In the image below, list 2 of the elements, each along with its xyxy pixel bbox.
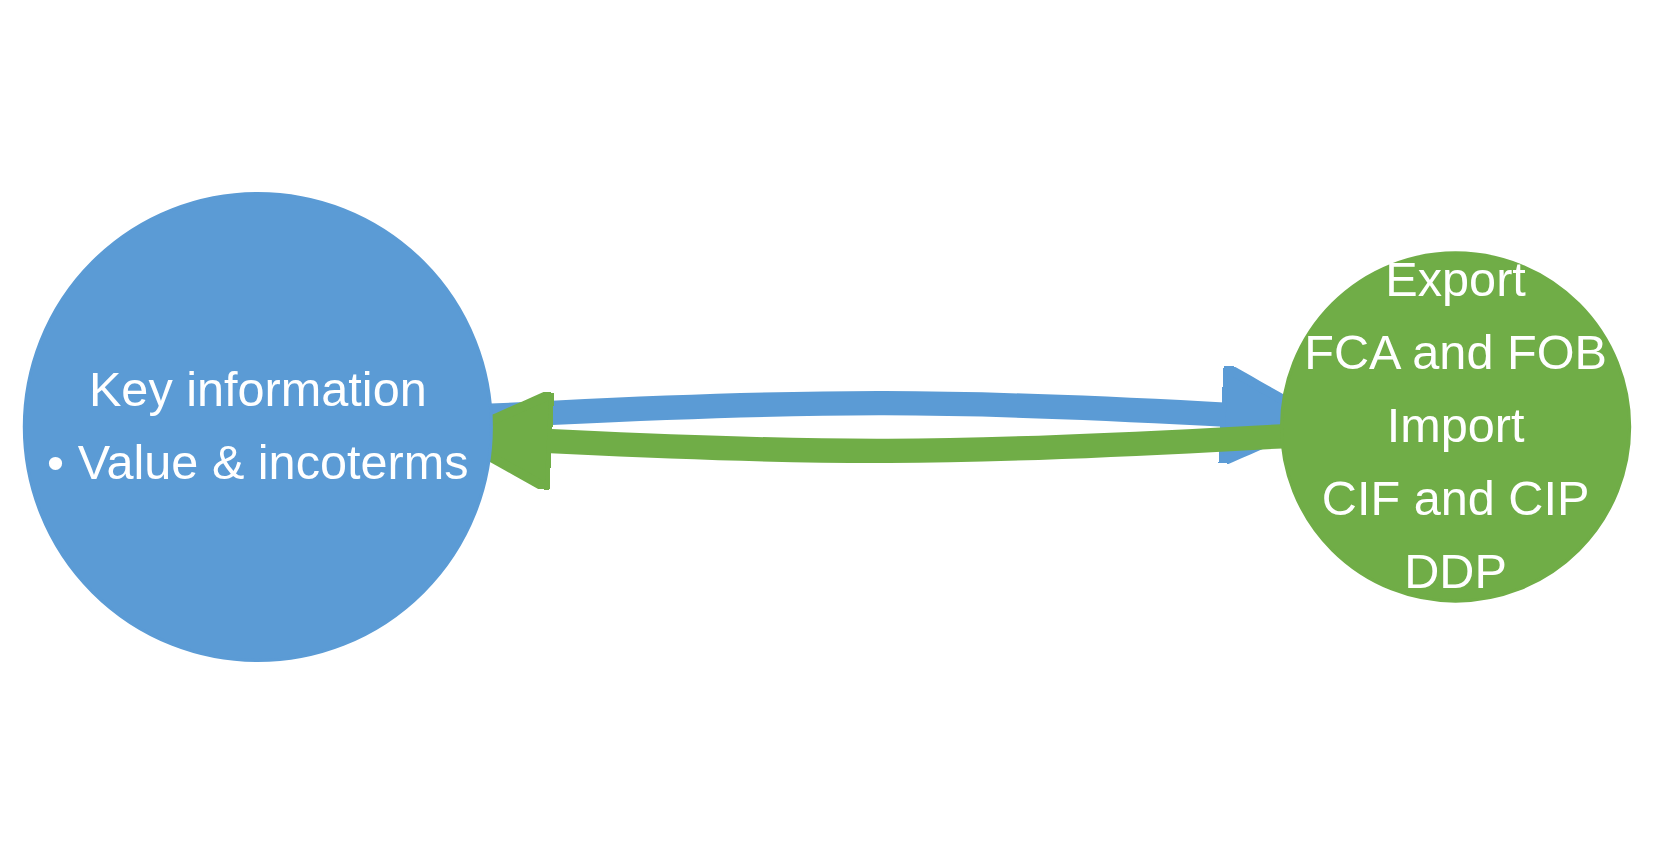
node-circle: Export FCA and FOB Import CIF and CIP DDP (1279, 251, 1632, 603)
node-circle: Key information • Value & incoterms (22, 191, 493, 663)
